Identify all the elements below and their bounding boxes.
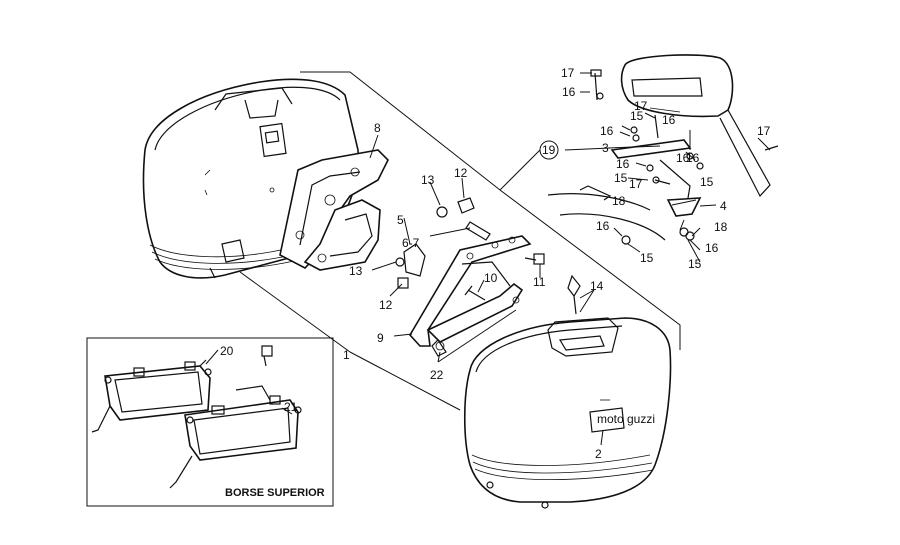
callout-4: 4: [720, 199, 727, 213]
callout-1: 1: [343, 348, 350, 362]
top-case-backrest: [620, 54, 771, 198]
callout-16-d: 16: [616, 157, 630, 171]
callout-16-c: 16: [662, 113, 676, 127]
callout-15-b: 15: [614, 171, 628, 185]
callout-10: 10: [484, 271, 498, 285]
callout-12-lower: 12: [379, 298, 393, 312]
callout-19-circle: [539, 140, 559, 160]
callout-13-upper: 13: [421, 173, 435, 187]
callout-17-d: 17: [629, 177, 643, 191]
callout-16-a: 16: [562, 85, 576, 99]
callout-18-b: 18: [714, 220, 728, 234]
callout-8: 8: [374, 121, 381, 135]
callout-15-d: 15: [640, 251, 654, 265]
callout-17-c: 17: [757, 124, 771, 138]
callout-16-f: 16: [596, 219, 610, 233]
callout-5: 5: [397, 213, 404, 227]
callout-14: 14: [590, 279, 604, 293]
callout-9: 9: [377, 331, 384, 345]
inset-box: [86, 337, 334, 507]
callout-18-a: 18: [612, 194, 626, 208]
callout-labels: 1 2 3 4 5 6-7 8 9 10 11 12 12 13 13 14 1…: [220, 66, 771, 461]
callout-17-b: 17: [634, 99, 648, 113]
callout-16-h: 16: [686, 151, 700, 165]
callout-11: 11: [533, 275, 546, 289]
callout-21: 21: [284, 400, 298, 414]
callout-15-c: 15: [700, 175, 714, 189]
callout-15-a: 15: [630, 109, 644, 123]
luggage-rack-parts: [547, 69, 779, 245]
left-mounting-frame: [279, 149, 389, 271]
inset-caption: BORSE SUPERIOR: [225, 487, 325, 499]
callout-20: 20: [220, 344, 234, 358]
callout-3: 3: [602, 141, 609, 155]
callout-12-upper: 12: [454, 166, 468, 180]
callout-17-a: 17: [561, 66, 575, 80]
callout-6-7: 6-7: [402, 236, 420, 250]
center-hardware: [395, 197, 581, 315]
callout-19: 19: [542, 143, 556, 157]
callout-15-e: 15: [688, 257, 702, 271]
callout-16-b: 16: [600, 124, 614, 138]
leader-lines: [239, 71, 771, 446]
callout-22: 22: [430, 368, 444, 382]
callout-16-e: 16: [676, 151, 690, 165]
callout-2: 2: [595, 447, 602, 461]
right-pannier-case: [463, 317, 672, 509]
callout-16-g: 16: [705, 241, 719, 255]
center-support-bracket: [409, 235, 532, 357]
brand-badge-text: moto guzzi: [597, 412, 655, 426]
callout-13-lower: 13: [349, 264, 363, 278]
